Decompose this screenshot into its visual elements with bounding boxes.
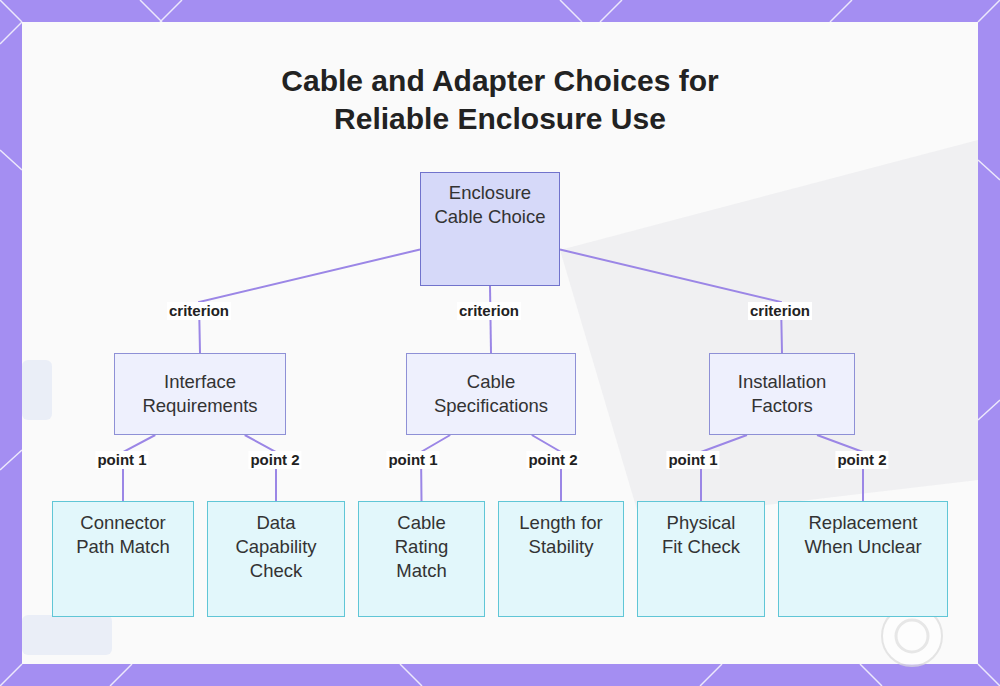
edge-label: criterion: [167, 302, 231, 320]
edge-label: point 1: [666, 451, 719, 469]
process-box: Interface Requirements: [114, 353, 286, 435]
edge-label: criterion: [748, 302, 812, 320]
box-text: Cable Rating Match: [375, 511, 468, 583]
process-box: Physical Fit Check: [637, 501, 765, 617]
faded-cable-shape: [560, 140, 978, 520]
process-box: Connector Path Match: [52, 501, 194, 617]
box-text: Installation Factors: [720, 370, 844, 418]
box-text: Connector Path Match: [69, 511, 177, 559]
box-text: Physical Fit Check: [654, 511, 748, 559]
edge-label: point 1: [95, 451, 148, 469]
edge-label: point 1: [386, 451, 439, 469]
faded-backdrop: [22, 22, 978, 664]
faded-block: [22, 615, 112, 655]
edge-label: point 2: [248, 451, 301, 469]
process-box: Data Capability Check: [207, 501, 345, 617]
box-text: Cable Specifications: [417, 370, 565, 418]
process-box: Replacement When Unclear: [778, 501, 948, 617]
process-box: Installation Factors: [709, 353, 855, 435]
connector-line: [199, 250, 420, 353]
edge-label: point 2: [835, 451, 888, 469]
faded-block: [22, 360, 52, 420]
process-box: Cable Rating Match: [358, 501, 485, 617]
edge-label: criterion: [457, 302, 521, 320]
process-box: Cable Specifications: [406, 353, 576, 435]
box-text: Enclosure Cable Choice: [431, 181, 549, 229]
box-text: Length for Stability: [515, 511, 607, 559]
content-card: [22, 22, 978, 664]
diagram-title: Cable and Adapter Choices for Reliable E…: [250, 62, 750, 138]
process-box: Length for Stability: [498, 501, 624, 617]
box-text: Replacement When Unclear: [795, 511, 931, 559]
edge-label: point 2: [526, 451, 579, 469]
box-text: Data Capability Check: [224, 511, 328, 583]
process-box: Enclosure Cable Choice: [420, 172, 560, 286]
box-text: Interface Requirements: [125, 370, 275, 418]
